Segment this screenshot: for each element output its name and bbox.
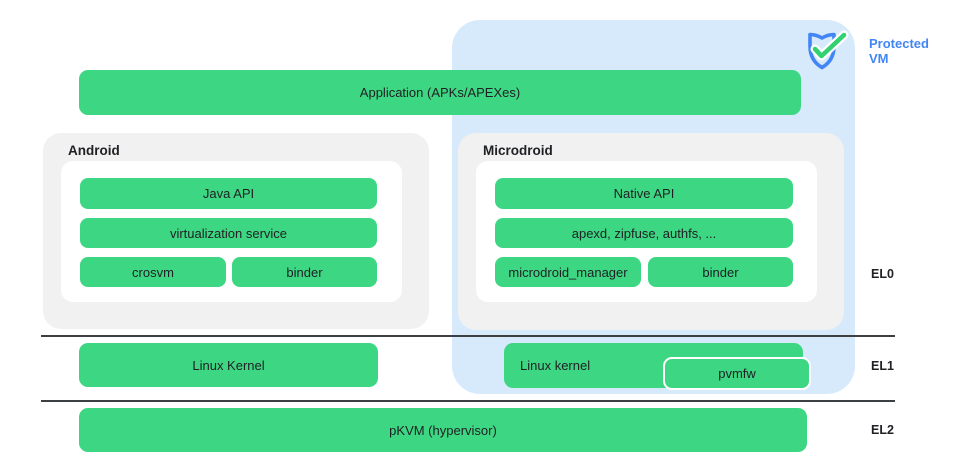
android-group-box: Android Java API virtualization service …	[43, 133, 429, 329]
java-api-label: Java API	[202, 186, 255, 201]
el2-label: EL2	[871, 423, 894, 437]
pvmfw-box: pvmfw	[663, 357, 811, 390]
native-api-box: Native API	[495, 178, 793, 209]
android-title: Android	[68, 143, 120, 158]
android-inner-panel: Java API virtualization service crosvm b…	[61, 161, 402, 302]
vm-linux-kernel-label: Linux kernel	[520, 358, 591, 373]
microdroid-binder-label: binder	[702, 264, 739, 280]
protected-vm-label-line1: Protected	[869, 36, 929, 51]
el1-el2-divider	[41, 400, 895, 402]
pkvm-hypervisor-box: pKVM (hypervisor)	[79, 408, 807, 452]
apexd-zipfuse-authfs-label: apexd, zipfuse, authfs, ...	[571, 225, 717, 241]
microdroid-binder-box: binder	[648, 257, 793, 287]
host-linux-kernel-box: Linux Kernel	[79, 343, 378, 387]
pkvm-hypervisor-label: pKVM (hypervisor)	[389, 422, 497, 438]
microdroid-title: Microdroid	[483, 143, 553, 158]
application-box: Application (APKs/APEXes)	[79, 70, 801, 115]
crosvm-box: crosvm	[80, 257, 226, 287]
java-api-box: Java API	[80, 178, 377, 209]
native-api-label: Native API	[613, 186, 675, 201]
application-label: Application (APKs/APEXes)	[359, 85, 521, 100]
el1-label: EL1	[871, 359, 894, 373]
microdroid-manager-label: microdroid_manager	[508, 264, 628, 280]
host-linux-kernel-label: Linux Kernel	[192, 357, 265, 373]
virtualization-service-label: virtualization service	[169, 225, 288, 241]
android-binder-label: binder	[286, 264, 323, 280]
el0-el1-divider	[41, 335, 895, 337]
android-binder-box: binder	[232, 257, 377, 287]
microdroid-manager-box: microdroid_manager	[495, 257, 641, 287]
protected-vm-label-line2: VM	[869, 51, 889, 66]
apexd-zipfuse-authfs-box: apexd, zipfuse, authfs, ...	[495, 218, 793, 248]
shield-check-icon	[808, 30, 849, 70]
protected-vm-label: Protected VM	[869, 36, 949, 66]
microdroid-group-box: Microdroid Native API apexd, zipfuse, au…	[458, 133, 844, 330]
pvmfw-label: pvmfw	[718, 366, 756, 381]
crosvm-label: crosvm	[132, 264, 174, 280]
microdroid-inner-panel: Native API apexd, zipfuse, authfs, ... m…	[476, 161, 817, 302]
virtualization-service-box: virtualization service	[80, 218, 377, 248]
el0-label: EL0	[871, 267, 894, 281]
